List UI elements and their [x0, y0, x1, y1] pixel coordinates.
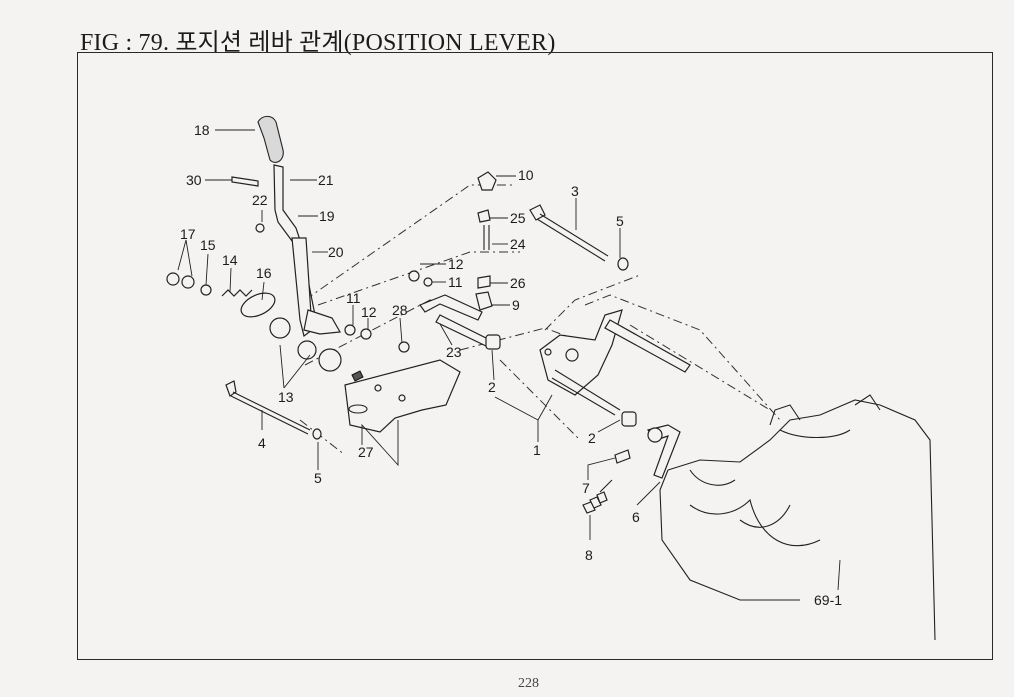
- callout-6: 6: [632, 509, 640, 525]
- lever-knob: [257, 115, 284, 163]
- callout-2-upper: 2: [488, 379, 496, 395]
- spring-and-link: [582, 424, 681, 514]
- callout-25: 25: [510, 210, 526, 226]
- callout-labels: 18 30 21 22 19 17 15 14 16 20 11 12 13 4…: [180, 122, 842, 608]
- callout-1: 1: [533, 442, 541, 458]
- callout-14: 14: [222, 252, 238, 268]
- link-rod: [475, 171, 497, 311]
- callout-12-right: 12: [448, 256, 464, 272]
- callout-7: 7: [582, 480, 590, 496]
- lower-bracket: [539, 309, 691, 427]
- diagram-frame: [77, 52, 993, 660]
- callout-16: 16: [256, 265, 272, 281]
- callout-11-right: 11: [448, 274, 463, 290]
- callout-20: 20: [328, 244, 344, 260]
- callout-21: 21: [318, 172, 334, 188]
- callout-24: 24: [510, 236, 526, 252]
- page-title: FIG : 79. 포지션 레바 관계(POSITION LEVER): [80, 30, 556, 56]
- callout-28: 28: [392, 302, 408, 318]
- callout-15: 15: [200, 237, 216, 253]
- shift-arm-assembly: [408, 270, 501, 350]
- callout-22: 22: [252, 192, 268, 208]
- callout-12-left: 12: [361, 304, 377, 320]
- position-lever-assembly: [257, 115, 341, 338]
- leader-lines: [177, 129, 841, 591]
- callout-10: 10: [518, 167, 534, 183]
- transmission-housing: [659, 394, 936, 641]
- long-rod: [529, 204, 629, 271]
- callout-13: 13: [278, 389, 294, 405]
- callout-18: 18: [194, 122, 210, 138]
- callout-3: 3: [571, 183, 579, 199]
- callout-27: 27: [358, 444, 374, 460]
- callout-30: 30: [186, 172, 202, 188]
- lever-plate: [291, 237, 313, 338]
- callout-4: 4: [258, 435, 266, 451]
- long-bolt: [225, 380, 322, 440]
- callout-19: 19: [319, 208, 335, 224]
- callout-9: 9: [512, 297, 520, 313]
- callout-5-left: 5: [314, 470, 322, 486]
- callout-23: 23: [446, 344, 462, 360]
- callout-26: 26: [510, 275, 526, 291]
- lever-bracket: [303, 309, 341, 335]
- callout-11-left: 11: [346, 290, 361, 306]
- mounting-bracket: [344, 341, 461, 433]
- callout-5-right: 5: [616, 213, 624, 229]
- page-number: 228: [518, 676, 539, 691]
- callout-2-lower: 2: [588, 430, 596, 446]
- callout-69-1: 69-1: [814, 592, 842, 608]
- callout-17: 17: [180, 226, 196, 242]
- callout-8: 8: [585, 547, 593, 563]
